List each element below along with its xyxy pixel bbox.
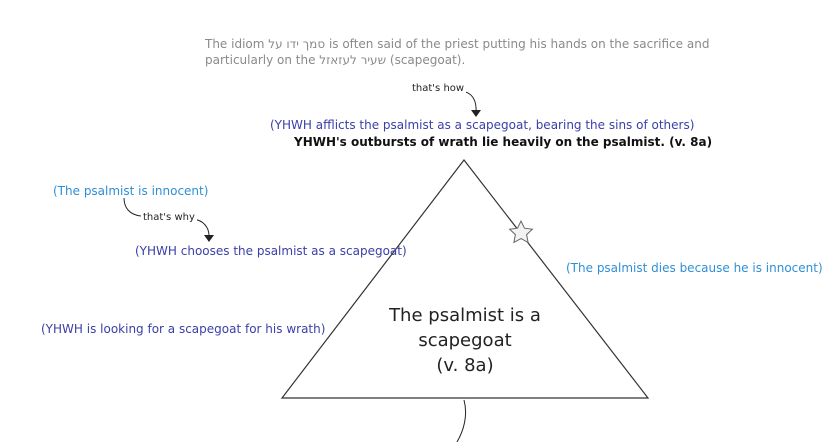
hebrew-idiom: סמך ידו על	[268, 37, 326, 51]
idiom-note-line1: The idiom סמך ידו על is often said of th…	[205, 36, 709, 52]
triangle-shape	[280, 159, 650, 399]
psalmist-innocent: (The psalmist is innocent)	[53, 184, 209, 198]
idiom-note: The idiom סמך ידו על is often said of th…	[205, 36, 709, 68]
note-text: (scapegoat).	[386, 53, 466, 67]
thats-why-curve-in	[123, 197, 142, 217]
bottom-connector-line	[456, 399, 467, 442]
yhwh-chooses: (YHWH chooses the psalmist as a scapegoa…	[135, 244, 407, 258]
top-claim: YHWH's outbursts of wrath lie heavily on…	[294, 135, 713, 149]
yhwh-looking: (YHWH is looking for a scapegoat for his…	[41, 322, 326, 336]
top-implication: (YHWH afflicts the psalmist as a scapego…	[270, 118, 695, 132]
psalmist-dies: (The psalmist dies because he is innocen…	[566, 261, 823, 275]
note-text: is often said of the priest putting his …	[325, 37, 710, 51]
thats-why-arrowhead	[204, 235, 214, 242]
triangle-label-line2: scapegoat	[418, 330, 512, 351]
thats-why-label: that's why	[141, 212, 197, 223]
thats-how-arrow	[460, 90, 477, 114]
thats-how-label: that's how	[410, 83, 467, 94]
triangle-label-line1: The psalmist is a	[389, 305, 541, 326]
star-icon	[508, 219, 534, 244]
thats-how-arrowhead	[471, 110, 481, 117]
triangle-label-line3: (v. 8a)	[436, 355, 494, 376]
idiom-note-line2: particularly on the שעיר לעזאזל (scapego…	[205, 52, 709, 68]
triangle-label: The psalmist is a scapegoat (v. 8a)	[365, 303, 565, 378]
hebrew-scapegoat: שעיר לעזאזל	[319, 53, 387, 67]
note-text: particularly on the	[205, 53, 320, 67]
note-text: The idiom	[205, 37, 269, 51]
